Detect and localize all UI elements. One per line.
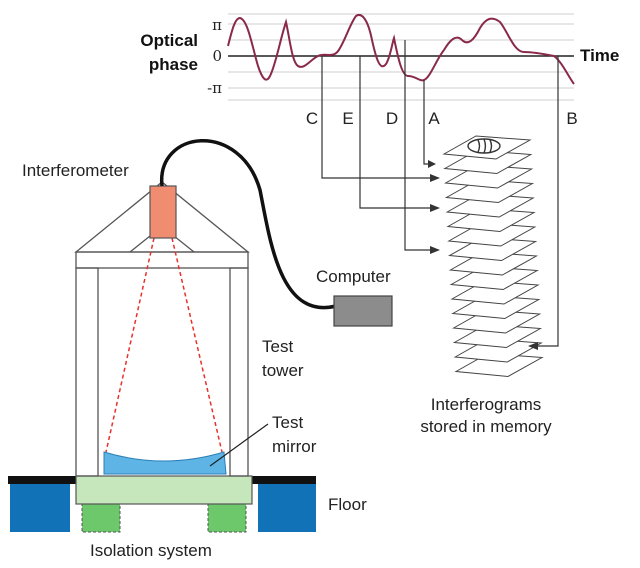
marker-label-b: B [566,109,577,128]
connector-arrowheads [428,160,538,350]
mirror-pointer-line [209,423,269,467]
y-axis-title-line2: phase [149,55,198,74]
tower-right-leg [229,267,249,477]
tower-left-leg [75,267,99,477]
roof-brace-left [129,235,151,253]
interferograms-label-line1: Interferograms [431,395,542,414]
floor-left-block [10,484,70,532]
floor-right-block [258,484,316,532]
fringe-line-2 [483,138,487,154]
time-axis-label: Time [580,46,619,65]
tick-label-pi: π [212,16,222,34]
beam-left [105,237,155,453]
arrowhead-d [430,246,440,254]
marker-label-e: E [342,109,353,128]
phase-graph: Optical phase π 0 -π Time C E D A B [140,13,619,128]
isolation-system-label: Isolation system [90,541,212,560]
laser-beams [105,237,223,453]
interferogram-stack [442,135,544,378]
tick-label-neg-pi: -π [207,79,222,97]
connector-c [321,56,430,179]
floor [8,476,316,532]
roof-brace-right [173,235,195,253]
isolation-table [75,475,253,505]
interferogram-sheet [442,135,532,160]
marker-label-c: C [306,109,318,128]
arrowhead-b [528,342,538,350]
isolator-right [207,503,247,533]
connector-e [359,56,430,209]
interferometer-label: Interferometer [22,161,129,180]
test-tower [74,181,250,477]
test-tower-label-line1: Test [262,337,293,356]
tower-top-beam [75,251,249,269]
marker-label-d: D [386,109,398,128]
floor-left-surface [8,476,82,484]
arrowhead-a [428,160,436,168]
test-tower-label-line2: tower [262,361,304,380]
phase-curve [227,14,575,85]
connector-b [538,56,559,347]
computer-unit [333,295,393,327]
test-mirror [103,451,227,475]
y-axis-title-line1: Optical [140,31,198,50]
arrowhead-e [430,204,440,212]
fringe-line-1 [477,139,481,153]
floor-right-surface [252,476,316,484]
interferograms-label-line2: stored in memory [420,417,552,436]
computer-label: Computer [316,267,391,286]
test-mirror-label-line1: Test [272,413,303,432]
top-interferogram-fringes [467,138,501,154]
arrowhead-c [430,174,440,182]
connector-d [404,40,430,251]
isolator-left [81,503,121,533]
floor-label: Floor [328,495,367,514]
data-cable [160,139,337,310]
isolation-system [75,475,253,533]
tick-label-zero: 0 [212,47,222,65]
sampling-connectors [321,40,559,347]
beam-right [171,237,223,453]
connector-a [423,80,428,165]
marker-label-a: A [428,109,440,128]
fringe-line-3 [489,139,493,153]
test-mirror-label-line2: mirror [272,437,317,456]
interferometer-unit [149,185,177,239]
